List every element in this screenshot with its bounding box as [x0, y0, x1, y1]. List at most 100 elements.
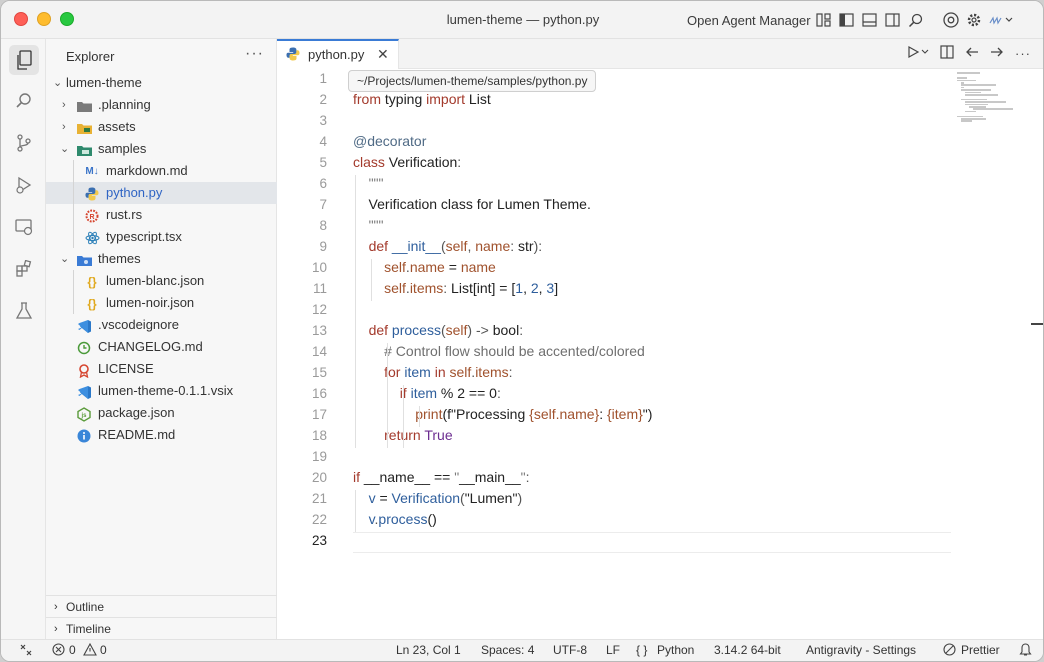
python-interpreter[interactable]: 3.14.2 64-bit	[714, 643, 781, 657]
warnings-count[interactable]: 0	[100, 643, 107, 657]
tree-item-assets[interactable]: ›assets	[62, 119, 136, 134]
code-token: .	[405, 280, 410, 296]
maximize-window-button[interactable]	[60, 12, 74, 26]
antigravity-settings[interactable]: Antigravity - Settings	[806, 643, 917, 657]
code-token: """	[368, 175, 384, 191]
outline-section-header[interactable]: ›Outline	[46, 595, 277, 617]
scrollbar-cursor-marker[interactable]	[1031, 323, 1043, 325]
code-token: __name__ ==	[360, 469, 455, 485]
code-line: """	[353, 175, 384, 191]
minimap-line	[957, 72, 980, 74]
extensions-icon[interactable]	[13, 258, 35, 280]
go-back-icon[interactable]	[965, 46, 979, 61]
close-window-button[interactable]	[14, 12, 28, 26]
tree-item-license[interactable]: LICENSE	[46, 358, 277, 380]
license-icon	[76, 362, 92, 378]
tree-item-lumen-noir[interactable]: {}lumen-noir.json	[46, 292, 277, 314]
rust-icon: R	[84, 208, 100, 224]
language-mode[interactable]: Python	[657, 643, 695, 657]
remote-explorer-icon[interactable]	[13, 216, 35, 238]
line-number: 15	[311, 365, 327, 380]
tree-item-themes[interactable]: ⌄themes	[60, 251, 141, 266]
tree-root-label: lumen-theme	[66, 75, 142, 90]
minimap-line	[965, 110, 976, 113]
tab-python-py[interactable]: python.py ✕	[277, 39, 399, 69]
open-agent-manager-button[interactable]: Open Agent Manager	[687, 13, 811, 28]
code-token: 2	[530, 280, 539, 296]
minimize-window-button[interactable]	[37, 12, 51, 26]
gear-icon[interactable]	[965, 12, 982, 28]
run-file-icon[interactable]	[907, 45, 929, 62]
customize-layout-icon[interactable]	[815, 12, 832, 28]
code-token: self	[384, 259, 406, 275]
encoding[interactable]: UTF-8	[553, 643, 587, 657]
code-token: =	[444, 259, 461, 275]
account-icon[interactable]	[988, 12, 1014, 28]
code-token: from	[353, 91, 381, 107]
indent-guide	[73, 160, 74, 248]
code-token: :	[496, 385, 501, 401]
code-token: Verification	[384, 154, 458, 170]
react-icon	[84, 230, 100, 246]
minimap-line	[961, 89, 991, 91]
tree-item-changelog[interactable]: CHANGELOG.md	[46, 336, 277, 358]
tree-item-typescript[interactable]: typescript.tsx	[46, 226, 277, 248]
timeline-section-header[interactable]: ›Timeline	[46, 617, 277, 639]
source-control-icon[interactable]	[13, 132, 35, 154]
tree-item-python[interactable]: python.py	[46, 182, 277, 204]
code-token: {item}	[606, 406, 643, 422]
code-token: "Lumen"	[464, 490, 518, 506]
code-token	[353, 280, 384, 296]
explorer-more-actions[interactable]: ···	[245, 45, 264, 62]
line-number: 16	[311, 386, 327, 401]
errors-count[interactable]: 0	[69, 643, 76, 657]
close-tab-icon[interactable]: ✕	[377, 46, 389, 62]
toggle-primary-sidebar-icon[interactable]	[838, 12, 855, 28]
code-token: (f"Processing	[442, 406, 530, 422]
prettier-status[interactable]: Prettier	[961, 643, 1000, 657]
errors-icon[interactable]	[52, 643, 65, 659]
split-editor-icon[interactable]	[940, 45, 954, 62]
tree-item-planning[interactable]: ›.planning	[62, 97, 151, 112]
go-forward-icon[interactable]	[990, 46, 1004, 61]
search-view-icon[interactable]	[13, 90, 35, 112]
toggle-panel-icon[interactable]	[861, 12, 878, 28]
tree-item-vsix[interactable]: lumen-theme-0.1.1.vsix	[46, 380, 277, 402]
end-of-line[interactable]: LF	[606, 643, 621, 657]
chrome-icon[interactable]	[942, 12, 959, 28]
notifications-bell-icon[interactable]	[1019, 643, 1032, 660]
tree-item-samples[interactable]: ⌄samples	[60, 141, 147, 158]
testing-icon[interactable]	[13, 300, 35, 322]
tree-item-readme[interactable]: README.md	[46, 424, 277, 446]
toggle-secondary-sidebar-icon[interactable]	[884, 12, 901, 28]
cursor-position[interactable]: Ln 23, Col 1	[396, 643, 461, 657]
file-tree: ⌄lumen-theme ›.planning ›assets ⌄samples…	[46, 72, 277, 446]
explorer-icon[interactable]	[9, 45, 39, 75]
code-token	[353, 259, 384, 275]
code-line: from typing import List	[353, 91, 491, 107]
code-token: True	[424, 427, 453, 443]
prettier-icon[interactable]	[943, 643, 956, 659]
indentation[interactable]: Spaces: 4	[481, 643, 535, 657]
folder-samples-icon	[76, 142, 92, 158]
code-token: name	[409, 259, 445, 275]
run-debug-icon[interactable]	[13, 174, 35, 196]
minimap[interactable]	[957, 70, 1027, 130]
search-icon[interactable]	[907, 12, 924, 28]
tree-item-vscodeignore[interactable]: .vscodeignore	[46, 314, 277, 336]
warnings-icon[interactable]	[83, 642, 97, 659]
code-token: self	[384, 280, 406, 296]
tree-item-lumen-blanc[interactable]: {}lumen-blanc.json	[46, 270, 277, 292]
tree-item-markdown[interactable]: M↓markdown.md	[85, 163, 188, 178]
more-actions-icon[interactable]: ···	[1015, 46, 1031, 61]
code-token: % 2 == 0	[437, 385, 497, 401]
code-token: v	[368, 490, 376, 506]
braces-icon[interactable]: { }	[636, 643, 648, 657]
remote-indicator-icon[interactable]	[19, 643, 33, 660]
code-token: # Control flow should be accented/colore…	[384, 343, 645, 359]
code-token: ->	[472, 322, 493, 338]
tree-root[interactable]: ⌄lumen-theme	[46, 72, 277, 94]
